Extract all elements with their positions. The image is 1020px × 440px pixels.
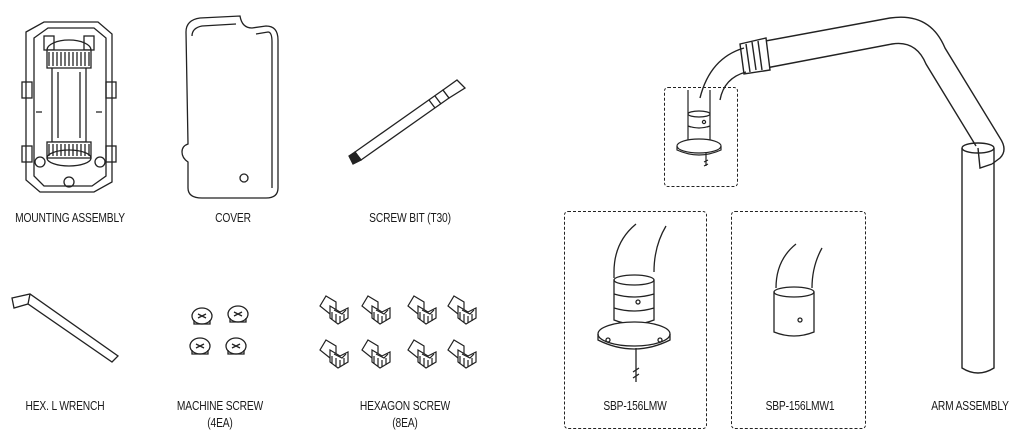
- machine-screw-qty: (4EA): [207, 416, 233, 430]
- screw-bit-label: SCREW BIT (T30): [369, 211, 451, 225]
- hex-wrench-illustration: [4, 290, 124, 370]
- arm-detail-box: [664, 87, 738, 187]
- machine-screw-illustration: [186, 302, 256, 364]
- sbp-lmw1-box: [731, 211, 866, 429]
- sbp-lmw1-label: SBP-156LMW1: [765, 399, 835, 413]
- arm-assembly-illustration: [660, 8, 1020, 388]
- hexagon-screw-label: HEXAGON SCREW: [359, 399, 451, 413]
- arm-detail-illustration: [676, 90, 730, 182]
- sbp-lmw-label: SBP-156LMW: [603, 399, 667, 413]
- hex-wrench-label: HEX. L WRENCH: [25, 399, 105, 413]
- sbp-lmw-box: [564, 211, 707, 429]
- mounting-assembly-label: MOUNTING ASSEMBLY: [15, 211, 125, 225]
- sbp-lmw1-illustration: [766, 240, 826, 350]
- mounting-assembly-illustration: [14, 12, 124, 197]
- screw-bit-illustration: [345, 78, 470, 168]
- hexagon-screw-illustration: [318, 292, 493, 382]
- hexagon-screw-qty: (8EA): [392, 416, 418, 430]
- machine-screw-label: MACHINE SCREW: [176, 399, 264, 413]
- cover-label: COVER: [215, 211, 251, 225]
- cover-illustration: [180, 12, 285, 202]
- machine-screw-1: [191, 307, 213, 325]
- sbp-lmw-illustration: [596, 222, 686, 392]
- arm-assembly-label: ARM ASSEMBLY: [931, 399, 1009, 413]
